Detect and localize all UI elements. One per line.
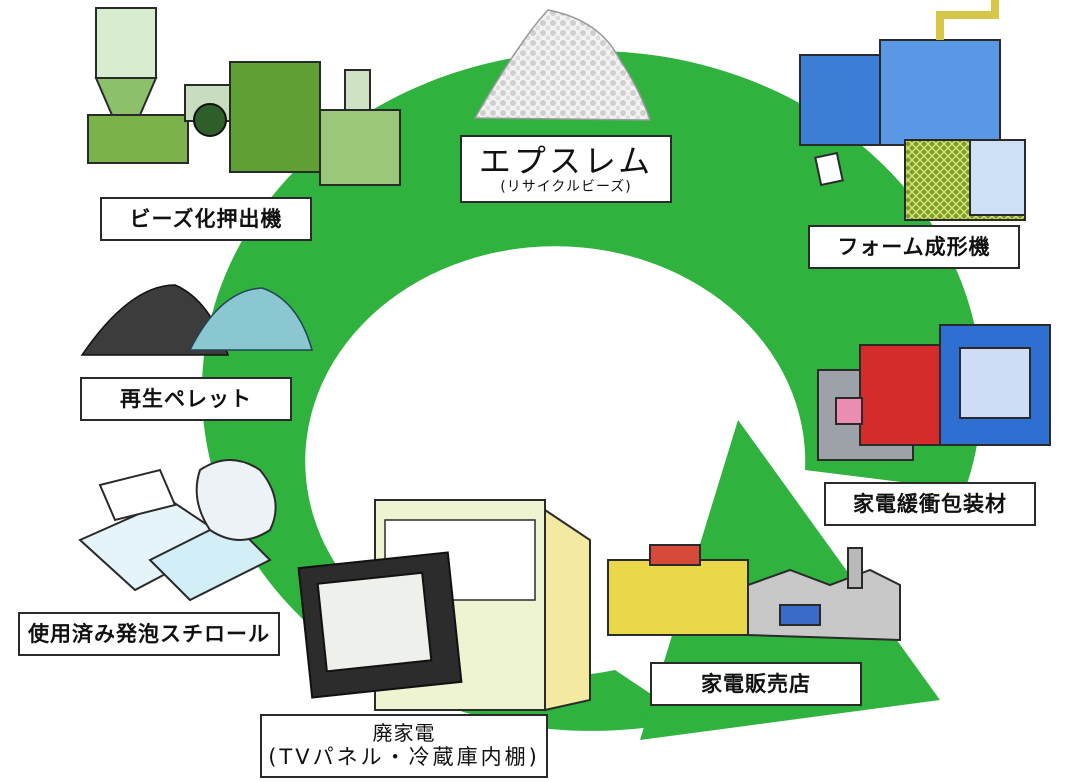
recycled-beads-pile-icon xyxy=(473,9,652,121)
label-packaging: 家電緩衝包装材 xyxy=(824,482,1036,526)
foam-molding-machine-icon xyxy=(799,0,1026,221)
label-packaging-text: 家電緩衝包装材 xyxy=(853,491,1007,516)
tv-and-refrigerator-icon xyxy=(297,499,591,712)
label-extruder-text: ビーズ化押出機 xyxy=(129,206,283,231)
label-store-text: 家電販売店 xyxy=(701,671,811,696)
extruder-machine-icon xyxy=(87,7,401,186)
label-waste-appliances: 廃家電 (TVパネル・冷蔵庫内棚) xyxy=(260,714,548,778)
center-title-box: エプスレム (リサイクルビーズ) xyxy=(460,135,672,203)
label-pellet: 再生ペレット xyxy=(80,377,292,421)
label-foam-molding-text: フォーム成形機 xyxy=(837,234,991,259)
label-waste-text: 廃家電 xyxy=(372,721,436,746)
label-waste-subtext: (TVパネル・冷蔵庫内棚) xyxy=(268,745,540,770)
label-store: 家電販売店 xyxy=(650,662,862,706)
center-subtitle: (リサイクルビーズ) xyxy=(500,179,632,196)
appliance-store-icon xyxy=(607,544,901,642)
label-extruder: ビーズ化押出機 xyxy=(100,197,312,241)
used-styrofoam-icon xyxy=(78,459,277,602)
label-styrofoam: 使用済み発泡スチロール xyxy=(18,612,280,656)
appliance-packaging-icon xyxy=(817,324,1051,461)
label-foam-molding: フォーム成形機 xyxy=(808,225,1020,269)
label-styrofoam-text: 使用済み発泡スチロール xyxy=(28,621,270,646)
center-title: エプスレム xyxy=(478,141,654,180)
recycled-pellet-icon xyxy=(80,284,313,356)
label-pellet-text: 再生ペレット xyxy=(120,386,252,411)
